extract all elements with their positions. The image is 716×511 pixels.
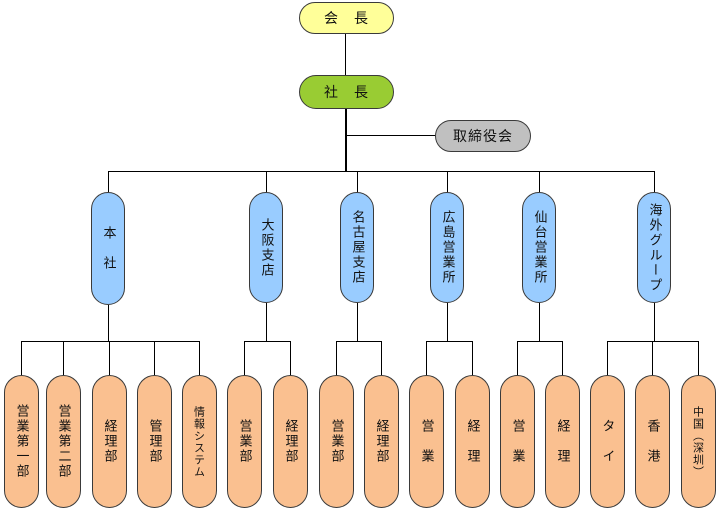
connector-line <box>345 108 347 172</box>
chairman-node: 会 長 <box>299 2 394 34</box>
connector-line <box>472 341 474 375</box>
branch-node: 海外グループ <box>637 192 671 303</box>
department-node: 営 業 <box>499 375 535 508</box>
connector-line <box>199 341 201 375</box>
chairman-label: 会 長 <box>324 11 369 27</box>
department-label: 経理部 <box>101 419 117 464</box>
connector-line <box>607 341 609 375</box>
president-node: 社 長 <box>299 75 394 109</box>
connector-line <box>654 171 656 192</box>
department-label: 中国（深圳） <box>691 405 705 478</box>
president-label: 社 長 <box>324 85 369 101</box>
connector-line <box>426 341 428 375</box>
connector-line <box>447 171 449 192</box>
connector-line <box>654 303 656 341</box>
branch-label: 大阪支店 <box>258 217 274 278</box>
connector-line <box>244 341 292 343</box>
connector-line <box>21 341 23 375</box>
connector-line <box>266 171 268 192</box>
connector-line <box>266 303 268 341</box>
branch-node: 広島営業所 <box>430 192 464 303</box>
department-label: 経 理 <box>464 419 480 464</box>
department-label: 営 業 <box>509 419 525 464</box>
branch-node: 本 社 <box>91 192 125 305</box>
department-node: 情報システム <box>181 375 217 508</box>
department-node: 経理部 <box>272 375 308 508</box>
connector-line <box>345 33 347 76</box>
connector-line <box>63 341 65 375</box>
connector-line <box>357 303 359 341</box>
connector-line <box>244 341 246 375</box>
department-node: タ イ <box>589 375 625 508</box>
connector-line <box>698 341 700 375</box>
connector-line <box>290 341 292 375</box>
department-node: 管理部 <box>136 375 172 508</box>
department-label: 管理部 <box>146 419 162 464</box>
branch-label: 海外グループ <box>646 202 662 293</box>
connector-line <box>108 305 110 341</box>
department-node: 中国（深圳） <box>680 375 716 508</box>
department-label: 営業部 <box>236 419 252 464</box>
department-node: 経 理 <box>454 375 490 508</box>
connector-line <box>381 341 383 375</box>
connector-line <box>447 303 449 341</box>
department-node: 営業部 <box>318 375 354 508</box>
connector-line <box>346 135 436 137</box>
connector-line <box>652 341 654 375</box>
department-node: 香 港 <box>634 375 670 508</box>
department-node: 営 業 <box>408 375 444 508</box>
department-label: 営業第二部 <box>55 404 71 479</box>
branch-node: 大阪支店 <box>249 192 283 303</box>
department-node: 経理部 <box>363 375 399 508</box>
department-node: 営業第一部 <box>3 375 39 508</box>
department-label: 経理部 <box>282 419 298 464</box>
department-node: 経 理 <box>544 375 580 508</box>
department-node: 経理部 <box>91 375 127 508</box>
branch-label: 広島営業所 <box>439 210 455 285</box>
connector-line <box>108 171 654 173</box>
connector-line <box>336 341 383 343</box>
connector-line <box>562 341 564 375</box>
department-label: 経 理 <box>554 419 570 464</box>
connector-line <box>109 341 111 375</box>
connector-line <box>357 171 359 192</box>
department-label: タ イ <box>599 419 615 464</box>
board-label: 取締役会 <box>453 129 513 145</box>
connector-line <box>21 341 201 343</box>
department-node: 営業第二部 <box>45 375 81 508</box>
branch-node: 名古屋支店 <box>340 192 374 303</box>
branch-label: 仙台営業所 <box>531 210 547 285</box>
department-label: 営業第一部 <box>13 404 29 479</box>
department-label: 営 業 <box>418 419 434 464</box>
branch-label: 本 社 <box>100 226 116 271</box>
department-label: 情報システム <box>192 405 206 478</box>
connector-line <box>426 341 474 343</box>
connector-line <box>336 341 338 375</box>
connector-line <box>539 303 541 341</box>
connector-line <box>154 341 156 375</box>
department-node: 営業部 <box>226 375 262 508</box>
branch-label: 名古屋支店 <box>349 210 365 285</box>
department-label: 営業部 <box>328 419 344 464</box>
board-node: 取締役会 <box>435 120 531 152</box>
department-label: 香 港 <box>644 419 660 464</box>
connector-line <box>539 171 541 192</box>
connector-line <box>108 171 110 192</box>
connector-line <box>517 341 564 343</box>
department-label: 経理部 <box>373 419 389 464</box>
branch-node: 仙台営業所 <box>522 192 556 303</box>
connector-line <box>517 341 519 375</box>
